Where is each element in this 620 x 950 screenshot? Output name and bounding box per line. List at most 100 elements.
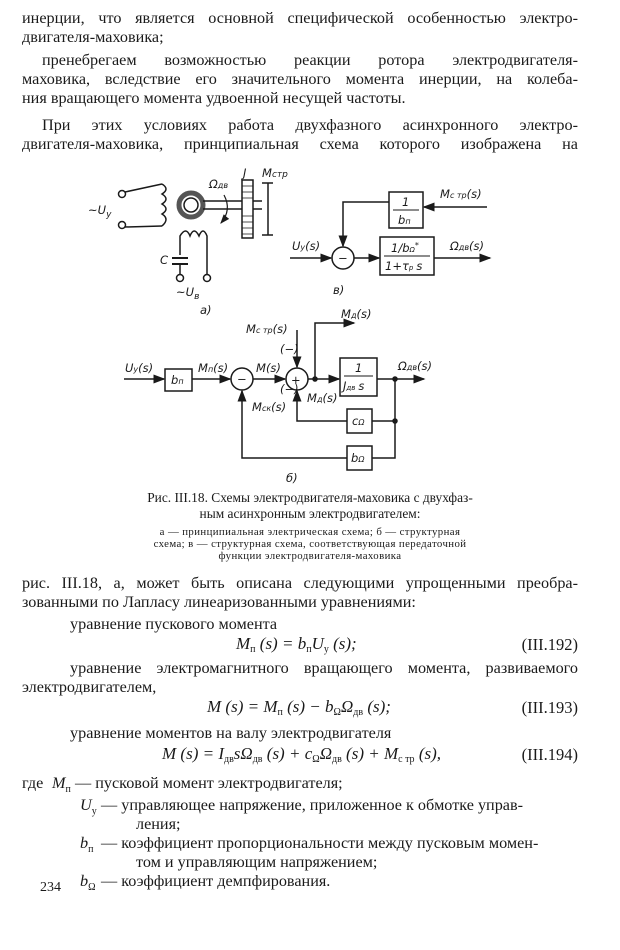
svg-text:Mд(s): Mд(s) [307,391,337,405]
equation-subscript: дв [331,754,342,765]
svg-text:−: − [237,372,247,386]
equation-term: Ω [319,744,332,763]
friction-bracket [262,182,273,236]
svg-text:Uy(s): Uy(s) [125,361,153,375]
where-definition: — пусковой момент электродвигателя; [75,774,343,792]
equation-subscript: п [250,644,256,655]
text-line: ния вращающего момента удвоенной несущей… [22,89,406,107]
svg-text:Mстр: Mстр [262,166,288,180]
equation-term: Ω [340,697,354,716]
svg-text:−: − [338,251,348,265]
where-symbol: bΩ [80,872,96,894]
where-definition: — коэффициент демпфирования. [101,872,331,890]
equation-term: M (s) = M [207,697,278,716]
equation-term: sΩ [233,744,253,763]
where-prefix: где [22,774,44,792]
svg-text:Ωдв: Ωдв [208,177,228,191]
equation-subscript: дв [223,754,234,765]
svg-text:1/bΩ*: 1/bΩ* [391,241,419,255]
equation-term: (s); [363,697,391,716]
equation-subscript: дв [252,754,263,765]
svg-text:Ωдв(s): Ωдв(s) [449,239,484,253]
svg-text:~Uy: ~Uy [88,203,112,220]
equation-subscript: п [277,707,283,718]
figure-caption-legend: схема; в — структурная схема, соответств… [153,538,467,550]
text-line: уравнение моментов на валу электродвигат… [70,724,392,742]
equation-term: (s) + c [262,744,313,763]
figure-caption-title: Рис. III.18. Схемы электродвигателя-махо… [147,490,473,505]
svg-text:bп: bп [171,373,184,387]
equation-subscript: дв [353,707,364,718]
svg-text:Mп(s): Mп(s) [198,361,228,375]
svg-text:1: 1 [355,361,362,375]
capacitor [172,257,188,265]
figure-caption-legend: а — принципиальная электрическая схема; … [159,526,461,538]
equation-term: (s) − b [282,697,334,716]
equation-term: M (s) = I [162,744,224,763]
diagram-a-electrical-scheme: ~Uy Ωдв J Mстр C ~Uв а) [88,166,288,317]
equation-subscript: у [323,644,329,655]
text-line: уравнение пускового момента [70,615,278,633]
svg-text:(−): (−) [280,342,299,356]
where-symbol: Uу [80,796,97,818]
text-line: пренебрегаем возможностью реакции ротора… [42,51,578,69]
equation-term: (s) + M [341,744,399,763]
equation-term: (s); [328,634,357,653]
where-symbol: bп [80,834,94,856]
equation-term: (s), [414,744,442,763]
label-b: б) [286,471,298,485]
equation-subscript: с тр [398,754,415,765]
equation-192: Mп (s) = bпUу (s); [236,634,357,655]
svg-text:bΩ: bΩ [351,451,365,465]
svg-text:M(s): M(s) [256,361,281,375]
svg-text:cΩ: cΩ [352,414,365,428]
svg-text:Uy(s): Uy(s) [292,239,320,253]
control-coil [160,183,167,227]
text-line: зованными по Лапласу линеаризованными ур… [22,593,416,611]
figure-caption-legend: функции электродвигателя-маховика [218,550,402,562]
diagram-b-structural-scheme: Uy(s) bп Mп(s) − M(s) + Mс тр(s) (−) (−)… [124,307,432,485]
text-line: инерции, что является основной специфиче… [22,9,578,27]
svg-text:Ωдв(s): Ωдв(s) [397,359,432,373]
page-number: 234 [40,880,61,895]
text-line: электродвигателем, [22,678,157,696]
svg-text:bп: bп [398,213,411,227]
equation-number: (III.192) [521,635,578,654]
label-a: а) [200,303,212,317]
svg-text:~Uв: ~Uв [176,285,199,302]
figure-caption-title: ным асинхронным электродвигателем: [199,506,421,521]
equation-subscript: Ω [312,754,320,765]
svg-text:+: + [291,373,301,387]
where-definition: — управляющее напряжение, приложенное к … [101,796,524,814]
equation-number: (III.194) [521,745,578,764]
where-definition: том и управляющим напряжением; [136,853,378,871]
label-v: в) [333,283,344,297]
text-line: двигателя-маховика, принципиальная схема… [22,135,578,153]
text-line: маховика, вследствие его значительного м… [22,70,578,88]
equation-term: (s) = b [255,634,307,653]
equation-194: M (s) = IдвsΩдв (s) + cΩΩдв (s) + Mс тр … [162,744,441,765]
text-line: двигателя-маховика; [22,28,164,46]
svg-text:Mс тр(s): Mс тр(s) [440,187,482,201]
equation-term: U [311,634,324,653]
equation-term: M [236,634,251,653]
text-line: рис. III.18, а, может быть описана следу… [22,574,578,592]
figure-iii-18: ~Uy Ωдв J Mстр C ~Uв а) 1 bп Mс тр(s) − … [88,166,492,485]
svg-text:C: C [160,253,168,267]
svg-text:Mд(s): Mд(s) [341,307,371,321]
text-line: При этих условиях работа двухфазного аси… [42,116,578,134]
svg-text:Mск(s): Mск(s) [252,400,286,414]
text-line: уравнение электромагнитного вращающего м… [70,659,578,677]
svg-text:1+τps: 1+τps [385,259,422,273]
equation-number: (III.193) [521,698,578,717]
where-definition: ления; [136,815,181,833]
equation-subscript: п [306,644,312,655]
equation-subscript: Ω [333,707,341,718]
where-symbol: Mп [52,774,71,796]
svg-text:Mс тр(s): Mс тр(s) [246,322,288,336]
svg-text:(−): (−) [280,382,299,396]
where-definition: — коэффициент пропорциональности между п… [101,834,539,852]
svg-text:1: 1 [402,195,409,209]
